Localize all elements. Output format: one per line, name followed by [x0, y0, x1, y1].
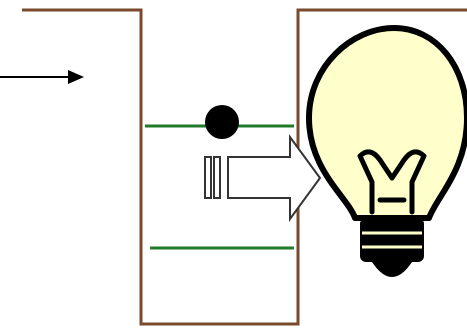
electron-dot	[205, 105, 239, 139]
light-bulb-icon	[306, 25, 467, 277]
arrow-right-icon	[0, 70, 84, 84]
potential-well	[22, 8, 467, 326]
emission-arrow-icon	[204, 133, 322, 223]
